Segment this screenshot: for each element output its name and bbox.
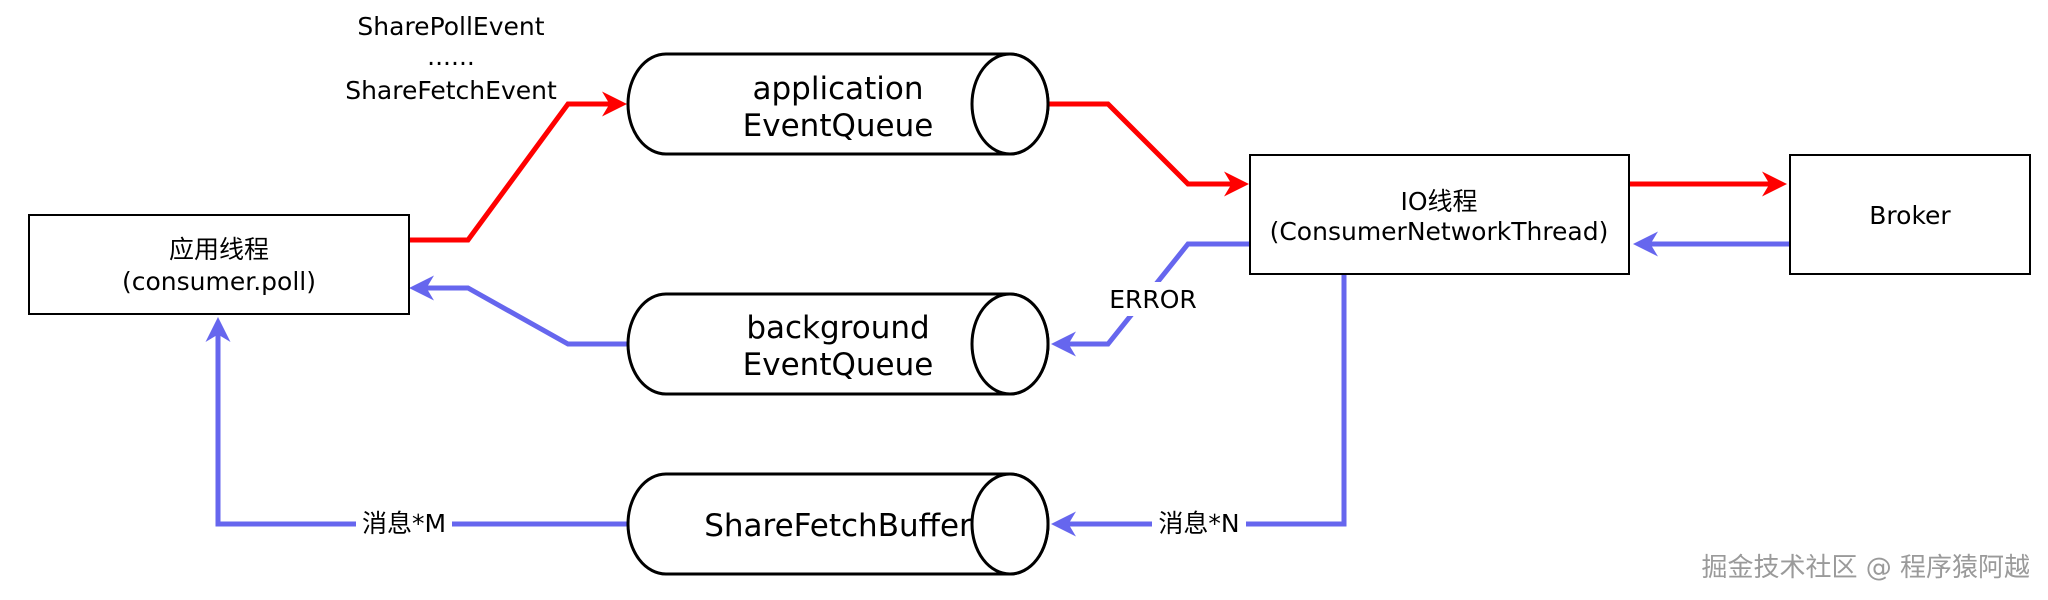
application-event-queue-node: application EventQueue	[626, 52, 1050, 156]
edge-label-messages-n: 消息*N	[1158, 509, 1239, 538]
edge-background-queue-to-app	[409, 275, 628, 347]
io-thread-title: IO线程	[1400, 187, 1477, 216]
edge-label-events: SharePollEvent ...... ShareFetchEvent	[345, 12, 557, 105]
edge-label-error-bg	[1108, 282, 1198, 316]
watermark-text: 掘金技术社区 @ 程序猿阿越	[1701, 553, 2030, 583]
edge-app-to-application-queue	[410, 91, 627, 243]
edge-io-to-share-fetch-buffer	[1051, 275, 1347, 537]
background-event-queue-node: background EventQueue	[626, 292, 1050, 396]
app-thread-node: 应用线程 (consumer.poll)	[28, 214, 410, 315]
edge-application-queue-to-io	[1048, 101, 1249, 197]
edge-share-fetch-buffer-to-app	[205, 317, 628, 527]
app-thread-title: 应用线程	[169, 235, 269, 264]
edge-label-error: ERROR	[1109, 285, 1197, 314]
edge-label-events-line3: ShareFetchEvent	[345, 76, 557, 105]
edge-label-messages-n-bg	[1152, 506, 1246, 542]
application-queue-line1: application	[753, 71, 924, 107]
edge-label-events-line1: SharePollEvent	[357, 12, 544, 41]
app-thread-subtitle: (consumer.poll)	[122, 267, 316, 296]
edge-label-messages-m-bg	[356, 506, 452, 542]
application-queue-line2: EventQueue	[743, 108, 934, 144]
edge-label-events-line2: ......	[427, 42, 475, 71]
broker-node: Broker	[1789, 154, 2031, 275]
background-queue-line2: EventQueue	[743, 347, 934, 383]
background-queue-line1: background	[746, 310, 929, 346]
share-fetch-buffer-label: ShareFetchBuffer	[704, 508, 972, 544]
io-thread-subtitle: (ConsumerNetworkThread)	[1270, 217, 1609, 246]
edge-label-messages-m: 消息*M	[362, 509, 446, 538]
io-thread-node: IO线程 (ConsumerNetworkThread)	[1249, 154, 1630, 275]
broker-label: Broker	[1869, 201, 1951, 230]
share-fetch-buffer-node: ShareFetchBuffer	[626, 472, 1050, 576]
